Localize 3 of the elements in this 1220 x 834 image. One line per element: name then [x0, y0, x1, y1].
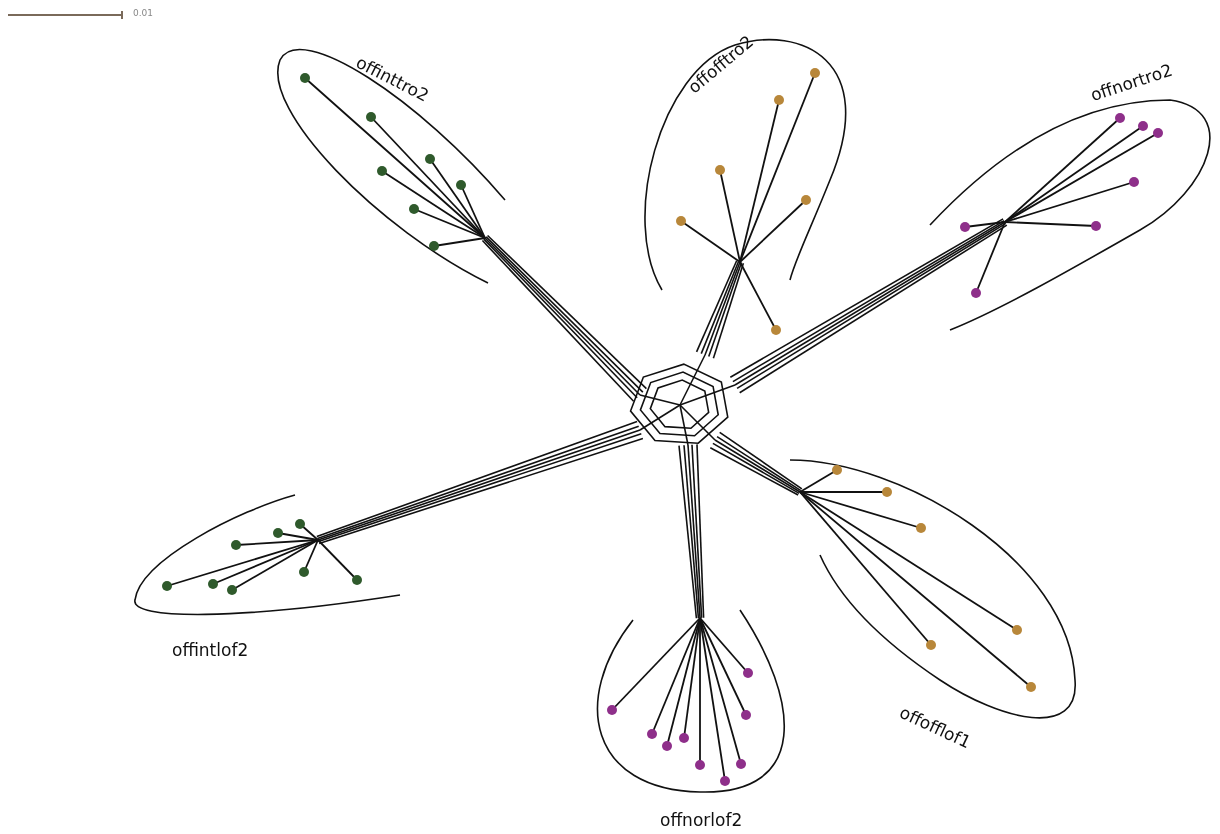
clade-label: offintlof2: [172, 640, 249, 660]
clade-label: offnorlof2: [660, 810, 743, 830]
scale-value: 0.01: [133, 8, 154, 18]
